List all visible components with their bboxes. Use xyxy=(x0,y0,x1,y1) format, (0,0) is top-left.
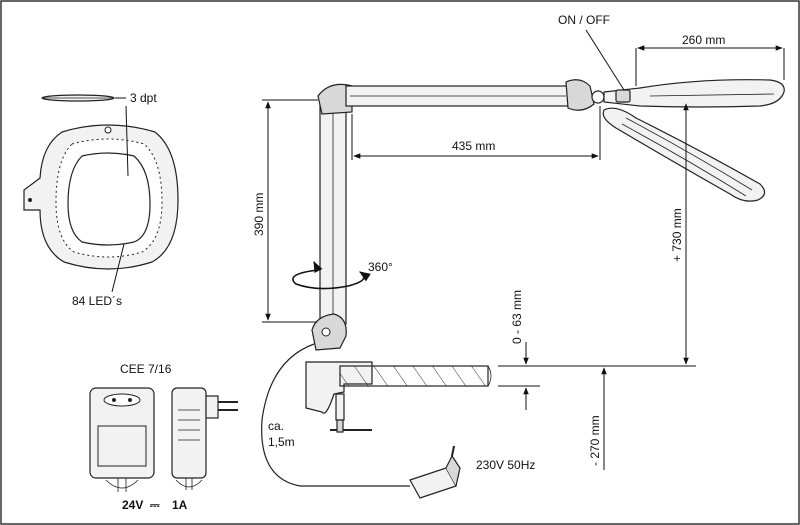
on-off-label: ON / OFF xyxy=(558,13,610,27)
reach-730-label: + 730 mm xyxy=(670,208,684,262)
led-count-label: 84 LED´s xyxy=(72,294,122,308)
lamp-head-tilted xyxy=(602,107,766,202)
adapter-front-view xyxy=(89,387,155,492)
elbow-joint xyxy=(317,83,353,115)
height-390-label: 390 mm xyxy=(252,193,266,236)
lamp-head-front-view xyxy=(23,124,179,270)
adapter-voltage-label: 24V xyxy=(122,498,143,512)
below-270-label: - 270 mm xyxy=(588,415,602,466)
adapter-side-view xyxy=(171,387,238,490)
lamp-head-upper xyxy=(603,79,785,108)
head-hinge xyxy=(565,79,595,111)
table-section xyxy=(339,365,492,387)
lens-side-view xyxy=(41,94,115,102)
lens-inner-leader xyxy=(125,105,129,177)
arm-435-label: 435 mm xyxy=(452,139,495,153)
lens-diopter-label: 3 dpt xyxy=(130,91,157,105)
mains-voltage-label: 230V 50Hz xyxy=(476,458,535,472)
cable-length-label: 1,5m xyxy=(268,435,295,449)
width-260-label: 260 mm xyxy=(682,33,725,47)
power-cable xyxy=(261,343,410,487)
adapter-dc-symbol: ⎓ xyxy=(150,498,160,512)
rotation-indicator xyxy=(292,260,371,290)
cable-ca-label: ca. xyxy=(268,419,284,433)
rotation-label: 360° xyxy=(368,260,393,274)
horizontal-arm xyxy=(345,85,571,107)
mains-adapter xyxy=(409,445,461,499)
vertical-arm xyxy=(319,103,347,325)
hinge-pivot xyxy=(591,90,605,104)
base-swivel xyxy=(311,313,347,351)
led-leader xyxy=(111,243,125,293)
on-off-leader xyxy=(585,29,625,91)
clamp-63-label: 0 - 63 mm xyxy=(510,290,524,344)
plug-type-label: CEE 7/16 xyxy=(120,362,172,376)
adapter-current-label: 1A xyxy=(172,498,188,512)
